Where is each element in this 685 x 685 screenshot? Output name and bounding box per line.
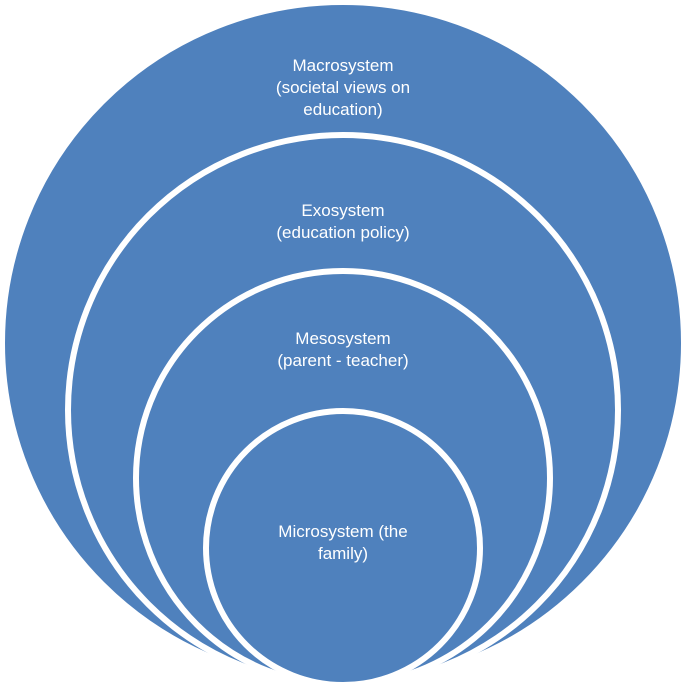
microsystem-circle: [203, 408, 483, 685]
